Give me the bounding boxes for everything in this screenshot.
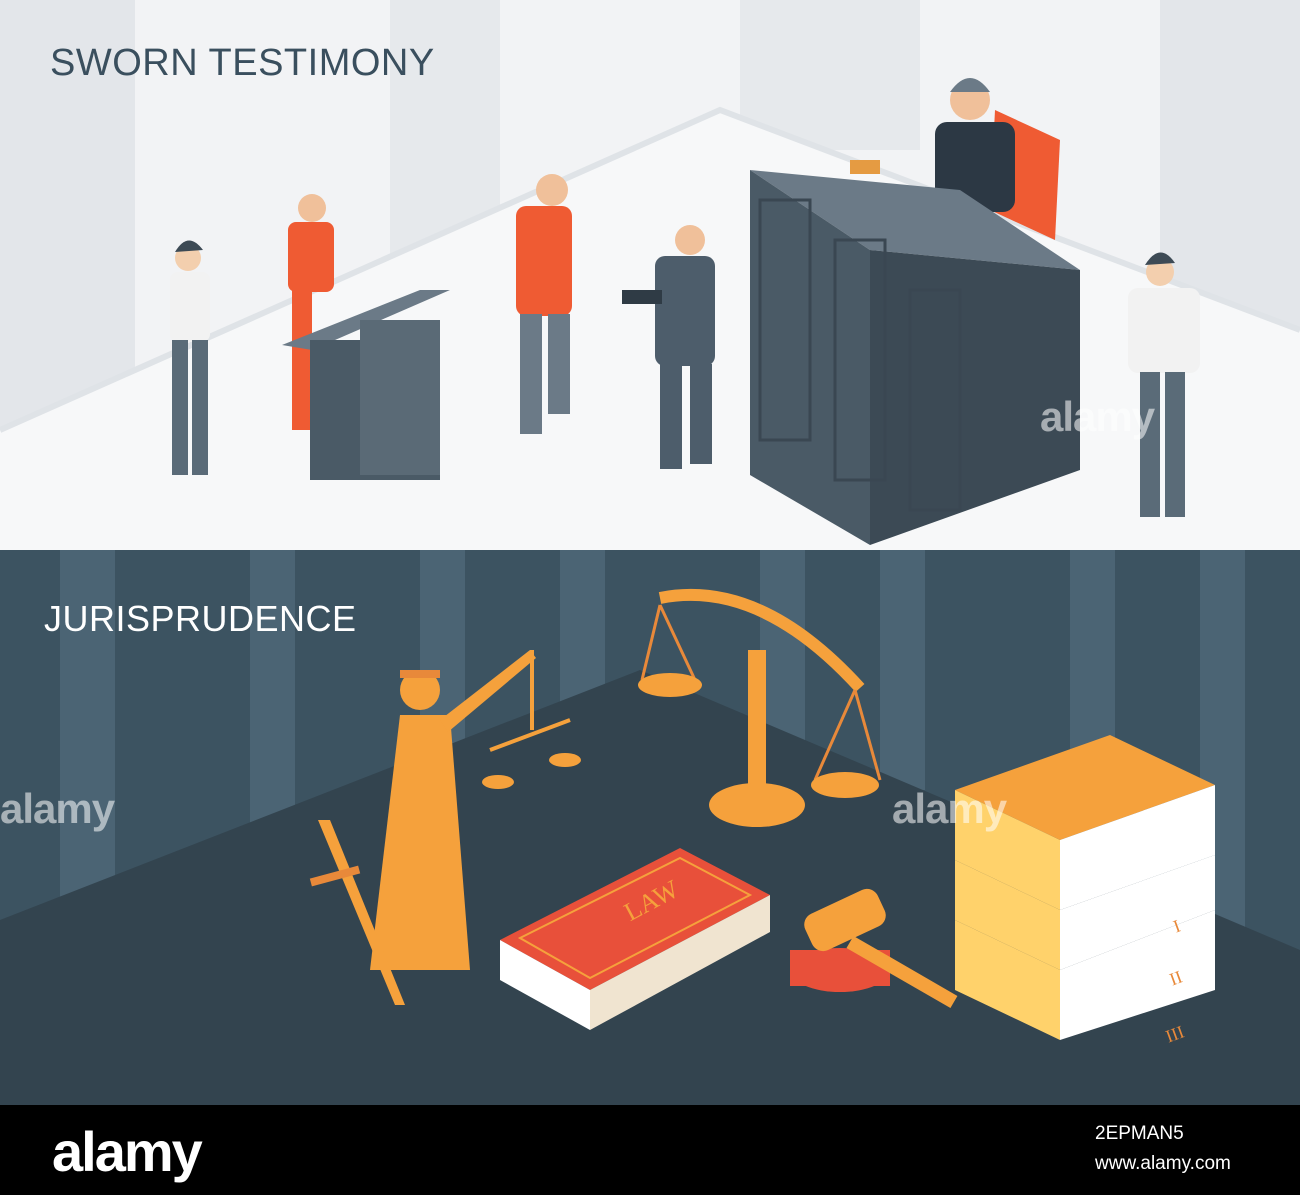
scales-of-justice [638,589,882,827]
justice-illustration [0,550,1300,1105]
column-back [740,0,920,150]
stock-footer: alamy 2EPMAN5 www.alamy.com [0,1105,1300,1195]
gavel [790,888,958,1009]
book-stack [955,735,1215,1040]
law-book [500,848,770,1030]
watermark-text: alamy [1040,393,1155,440]
judge-bench [750,170,1080,545]
banner-title: JURISPRUDENCE [44,598,357,639]
lady-justice-statue [309,650,581,1005]
site-url: www.alamy.com [1095,1153,1231,1174]
guard-left [170,240,210,475]
guard-right [1128,252,1200,517]
banner-title: SWORN TESTIMONY [50,42,435,84]
clerk-woman [622,225,715,469]
sworn-testimony-banner: SWORN TESTIMONY alamy [0,0,1300,550]
lawyer-man [516,174,572,434]
witness-podium [282,290,450,480]
judge [850,78,1060,240]
watermark-text: alamy [0,785,115,832]
courtroom-illustration [0,0,1300,550]
jurisprudence-banner: JURISPRUDENCE LAW I II III alamy alamy [0,550,1300,1105]
witness-woman [288,194,334,430]
alamy-logo: alamy [52,1120,203,1183]
image-id: 2EPMAN5 [1095,1123,1184,1144]
watermark-text: alamy [892,785,1007,832]
